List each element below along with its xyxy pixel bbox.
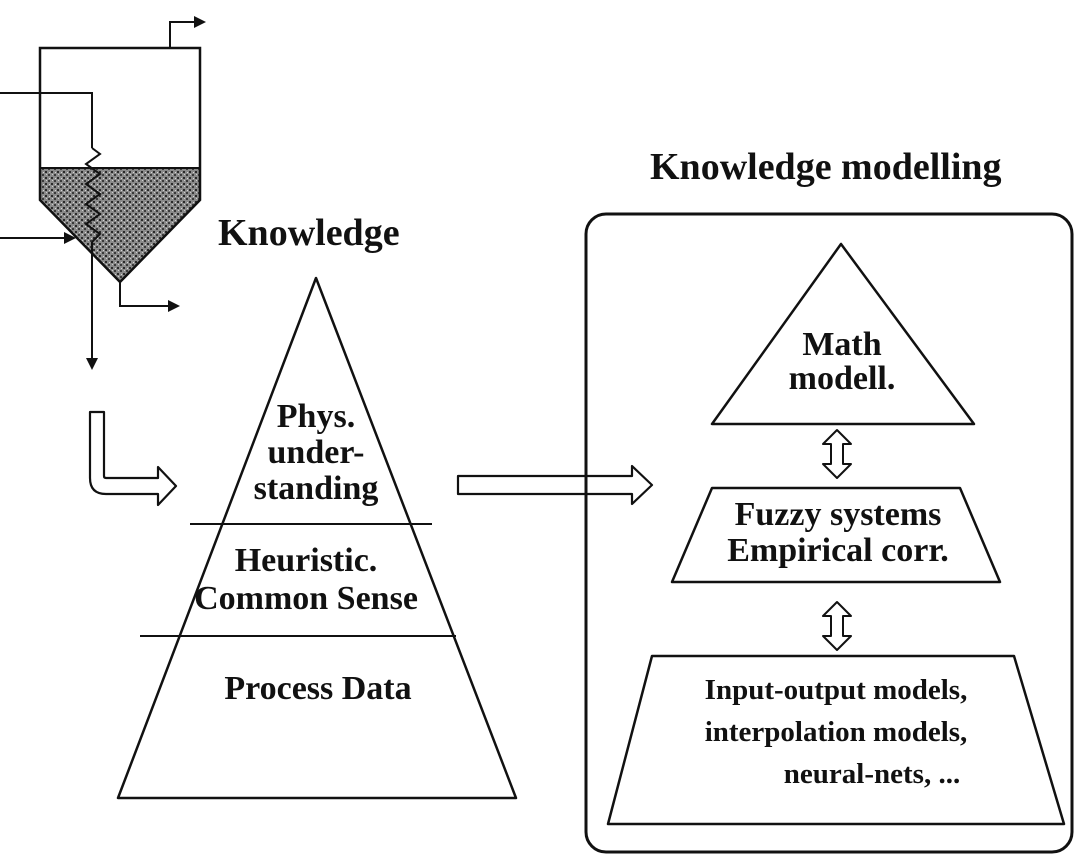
input-output-line3: neural-nets, ... [783, 758, 961, 790]
knowledge-modelling-title: Knowledge modelling [650, 146, 1002, 188]
pyramid-layer-top-line3: standing [253, 470, 379, 507]
pyramid-layer-bottom-line1: Process Data [224, 670, 412, 707]
math-modell-triangle [710, 242, 976, 426]
vessel-liquid [40, 168, 200, 282]
knowledge-title: Knowledge [218, 212, 400, 254]
bottom-outlet-pipe [119, 282, 180, 312]
pyramid-layer-top-line1: Phys. [276, 398, 356, 435]
pyramid-layer-middle-line1: Heuristic. [234, 542, 378, 579]
fuzzy-systems-line2: Empirical corr. [727, 532, 949, 569]
pyramid-layer-middle-line2: Common Sense [194, 580, 418, 617]
fuzzy-systems-trapezoid [670, 486, 1002, 584]
top-outlet-pipe [169, 16, 206, 48]
coil-inlet-line [0, 92, 93, 148]
input-output-line1: Input-output models, [704, 674, 968, 706]
vessel-outline [38, 46, 202, 284]
math-modell-line2: modell. [788, 360, 896, 397]
process-to-knowledge-arrow [88, 410, 178, 507]
knowledge-pyramid [116, 276, 518, 800]
heating-coil [84, 147, 102, 243]
input-output-trapezoid [606, 654, 1066, 826]
math-modell-line1: Math [802, 326, 882, 363]
modelling-frame [584, 212, 1074, 854]
knowledge-to-modelling-arrow [456, 464, 654, 506]
pyramid-layer-top-line2: under- [267, 434, 365, 471]
input-output-line2: interpolation models, [704, 716, 968, 748]
double-arrow-upper-icon [822, 429, 852, 479]
fuzzy-systems-line1: Fuzzy systems [734, 496, 942, 533]
process-vessel-icon [0, 16, 206, 370]
double-arrow-lower-icon [822, 601, 852, 651]
